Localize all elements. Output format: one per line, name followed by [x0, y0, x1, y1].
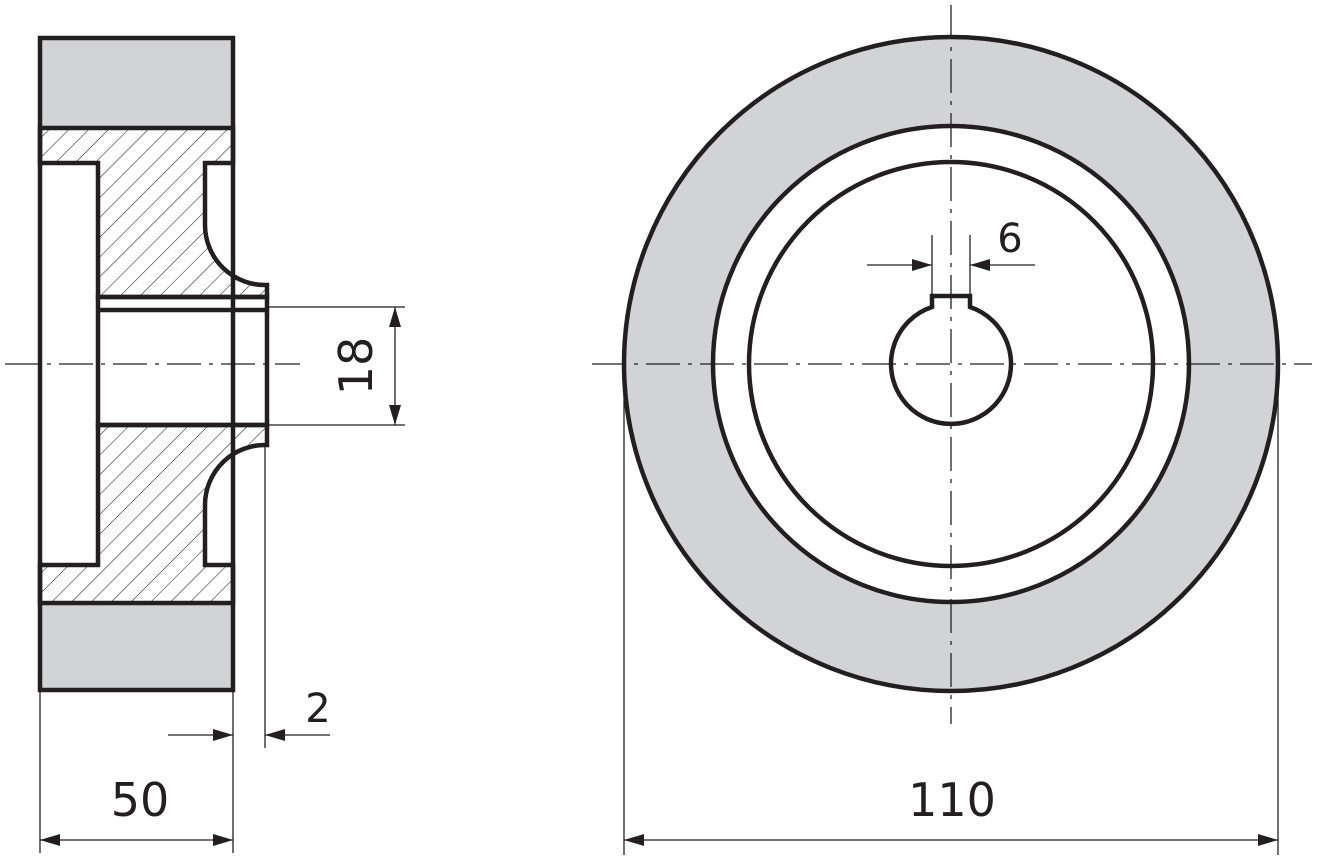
dimension-label-2: 2: [305, 686, 330, 732]
section-view: 18 50 2: [5, 35, 405, 853]
bore-with-keyway: [888, 293, 1014, 427]
dimension-label-50: 50: [111, 773, 170, 827]
front-view: 6 110: [592, 5, 1312, 855]
hatched-section-top: [37, 125, 270, 300]
dimension-label-18: 18: [329, 337, 383, 396]
dimension-label-6: 6: [997, 216, 1022, 262]
rim-top: [40, 38, 233, 128]
rim-bottom: [40, 603, 233, 690]
bore: [95, 294, 270, 428]
hatched-section-bottom: [37, 422, 270, 606]
dimension-label-110: 110: [908, 773, 996, 827]
